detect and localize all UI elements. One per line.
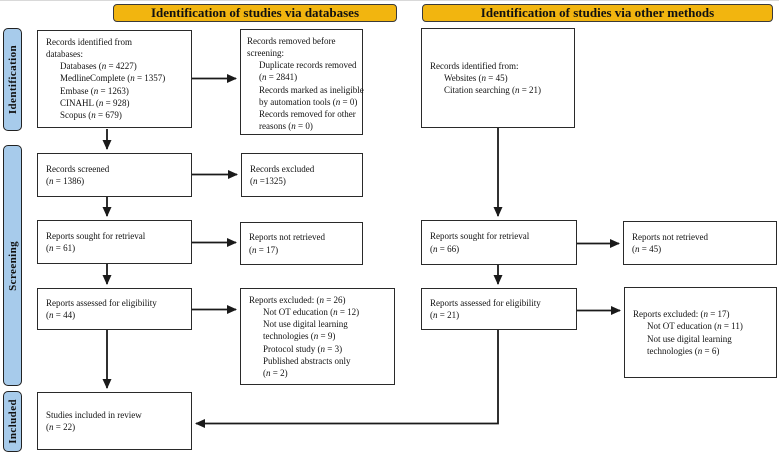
text-line: (n = 61) [46,243,76,253]
box-studies-included-in-review: Studies included in review (n = 22) [37,392,192,450]
text-line: Records excluded [250,163,315,174]
text-line: Databases (n = 4227) [60,61,137,72]
text-line: Not OT education (n = 11) [647,321,743,332]
text-line: Records screened [46,163,110,174]
text-line: (n = 1386) [46,176,85,186]
text-line: (n = 21) [430,310,460,320]
text-line: Reports not retrieved [249,232,325,243]
text-line: Records identified from [46,37,132,47]
figure-top-border [0,0,779,1]
text-line: Reports not retrieved [632,231,708,242]
box-records-removed-before-screening: Records removed before screening: Duplic… [240,29,364,135]
stage-label-screening: Screening [6,240,19,291]
text-line: Reports excluded: (n = 17) [633,309,730,320]
text-line: (n = 66) [430,243,460,254]
text-line: Published abstracts only [263,355,351,366]
box-reports-excluded-databases: Reports excluded: (n = 26) Not OT educat… [240,288,395,385]
text-line: technologies (n = 9) [263,331,336,342]
text-line: (n = 2) [263,367,288,378]
banner-identification-other-methods: Identification of studies via other meth… [422,4,773,22]
text-line: Records removed for other [259,108,356,119]
text-line: by automation tools (n = 0) [259,96,358,107]
box-records-screened: Records screened (n = 1386) [37,153,192,197]
text-line: (n = 17) [249,244,279,255]
box-records-excluded: Records excluded (n =1325) [241,153,363,197]
text-line: Not OT education (n = 12) [263,307,360,318]
text-line: Studies included in review [46,409,142,420]
box-records-identified-databases: Records identified from databases: Datab… [37,30,192,128]
text-line: databases: [46,49,83,60]
text-line: reasons (n = 0) [259,120,313,131]
text-line: (n =1325) [250,176,286,186]
text-line: Reports sought for retrieval [46,230,146,241]
box-reports-excluded-other: Reports excluded: (n = 17) Not OT educat… [624,287,777,378]
box-reports-not-retrieved-databases: Reports not retrieved (n = 17) [240,222,363,265]
box-reports-sought-other: Reports sought for retrieval (n = 66) [421,220,577,265]
text-line: (n = 44) [46,310,76,320]
box-records-identified-other: Records identified from: Websites (n = 4… [421,28,575,128]
text-line: Reports assessed for eligibility [46,297,157,308]
text-line: MedlineComplete (n = 1357) [60,73,166,84]
text-line: Reports excluded: (n = 26) [249,295,346,305]
text-line: technologies (n = 6) [647,345,720,356]
text-line: (n = 22) [46,422,76,432]
text-line: Websites (n = 45) [444,72,508,83]
stage-label-identification: Identification [6,44,19,115]
text-line: Not use digital learning [647,333,732,344]
text-line: Citation searching (n = 21) [444,85,542,96]
text-line: screening: [247,48,284,59]
stage-bar-screening: Screening [3,145,22,386]
text-line: Embase (n = 1263) [60,85,129,96]
stage-bar-included: Included [3,391,22,452]
text-line: Records marked as ineligible [259,84,364,95]
box-reports-assessed-databases: Reports assessed for eligibility (n = 44… [37,288,192,330]
banner-identification-databases: Identification of studies via databases [113,4,397,22]
text-line: (n = 2841) [259,72,298,83]
box-reports-sought-databases: Reports sought for retrieval (n = 61) [37,220,192,264]
text-line: CINAHL (n = 928) [60,97,130,108]
text-line: (n = 45) [632,244,662,254]
box-reports-assessed-other: Reports assessed for eligibility (n = 21… [421,288,577,330]
text-line: Scopus (n = 679) [60,109,122,120]
box-reports-not-retrieved-other: Reports not retrieved (n = 45) [623,221,777,265]
text-line: Reports sought for retrieval [430,231,530,242]
text-line: Records identified from: [430,60,519,71]
text-line: Not use digital learning [263,319,348,330]
text-line: Protocol study (n = 3) [263,343,343,354]
text-line: Duplicate records removed [259,60,357,71]
stage-label-included: Included [6,399,19,444]
text-line: Reports assessed for eligibility [430,297,541,308]
stage-bar-identification: Identification [3,28,22,131]
text-line: Records removed before [247,36,336,46]
